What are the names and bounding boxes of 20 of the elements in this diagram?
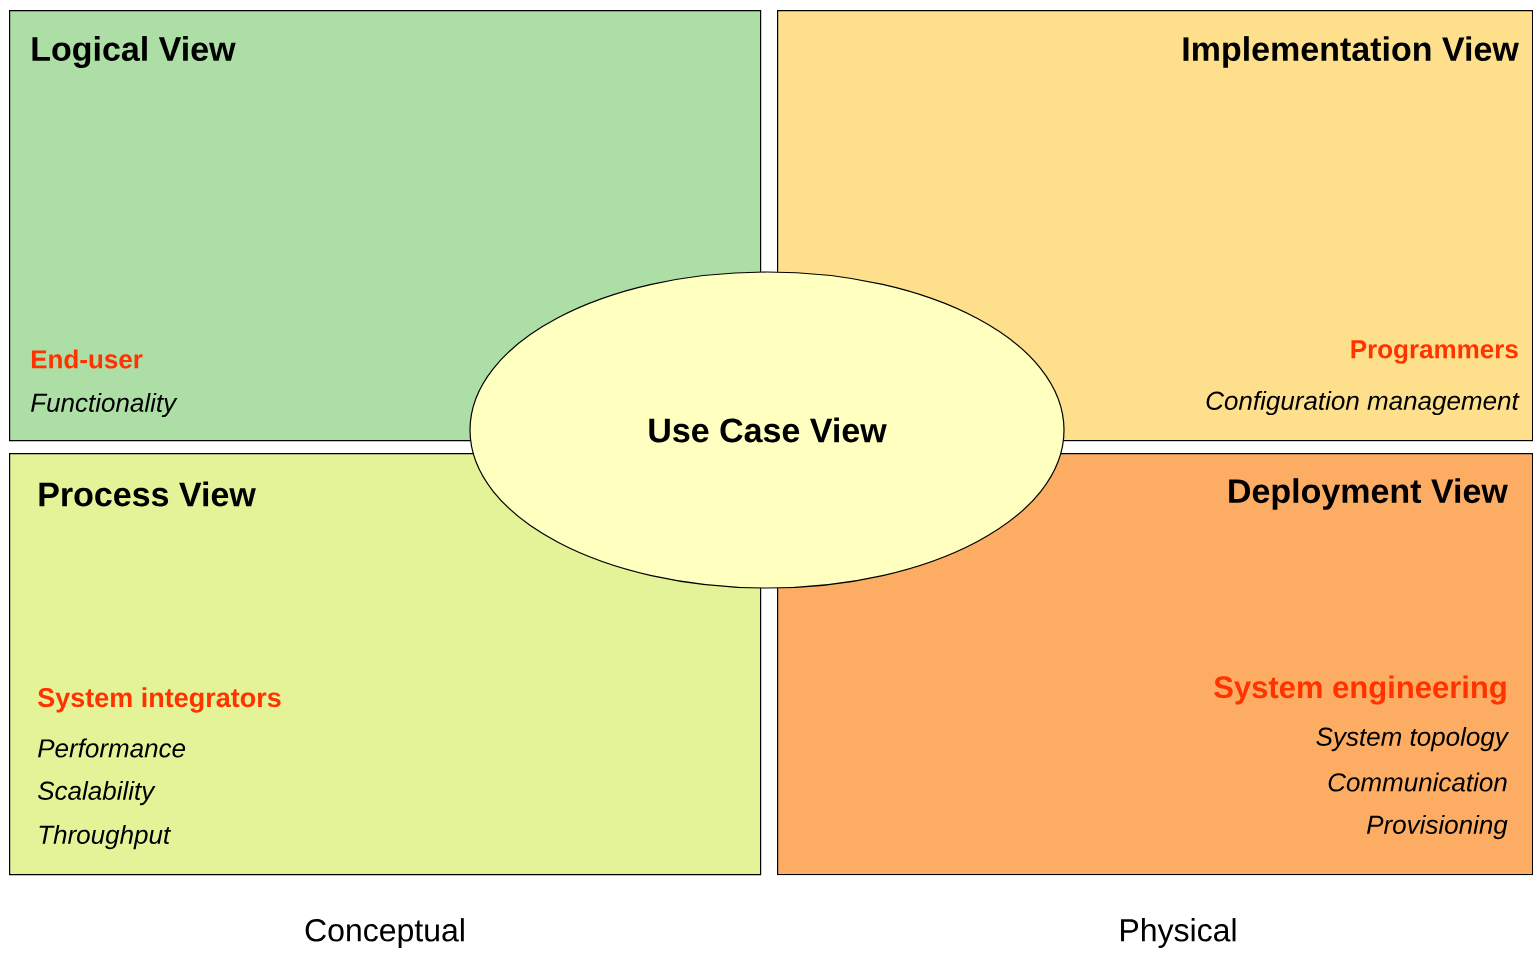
stakeholder-label: End-user xyxy=(31,349,143,369)
axis-label: Physical xyxy=(1121,918,1236,948)
concern-label: Performance xyxy=(38,738,186,758)
concern-label: Provisioning xyxy=(1367,814,1508,840)
concern-label: System topology xyxy=(1316,726,1510,752)
view-box xyxy=(9,453,762,876)
axis-label: Conceptual xyxy=(305,918,464,948)
view-title: Deployment View xyxy=(1229,478,1508,510)
stakeholder-label: System integrators xyxy=(38,687,281,713)
view-title: Implementation View xyxy=(1183,36,1519,68)
concern-label: Configuration management xyxy=(1206,390,1520,416)
view-title: Logical View xyxy=(32,36,236,68)
view-title: Process View xyxy=(39,481,256,507)
concern-label: Throughput xyxy=(39,824,172,850)
concern-label: Scalability xyxy=(37,780,156,806)
stakeholder-label: System engineering xyxy=(1214,675,1506,705)
concern-label: Functionality xyxy=(31,392,178,418)
view-box xyxy=(777,453,1533,876)
stakeholder-label: Programmers xyxy=(1351,340,1518,364)
concern-label: Communication xyxy=(1328,772,1507,792)
